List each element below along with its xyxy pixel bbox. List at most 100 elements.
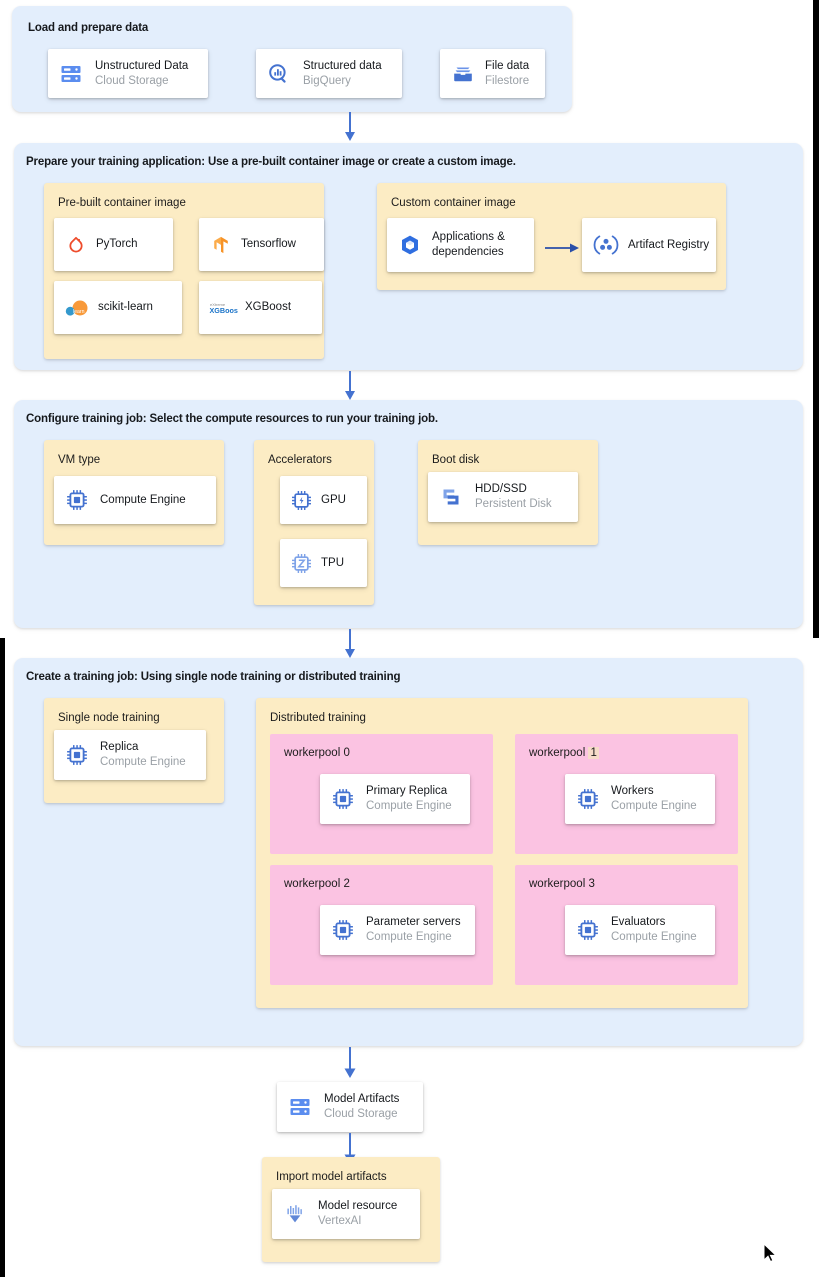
card-title: HDD/SSD bbox=[475, 483, 527, 496]
xgboost-icon: eXtreme XGBoost bbox=[208, 298, 238, 318]
arrow-stage2-to-stage3 bbox=[345, 371, 355, 400]
card-title: Parameter servers bbox=[366, 916, 461, 929]
bigquery-icon bbox=[266, 61, 292, 87]
cloud-storage-icon bbox=[287, 1094, 313, 1120]
card-title: Structured data bbox=[303, 59, 382, 72]
card-compute-engine[interactable]: Compute Engine bbox=[54, 476, 216, 524]
group-title: Distributed training bbox=[270, 712, 366, 724]
tensorflow-icon bbox=[209, 233, 233, 257]
card-subtitle: Compute Engine bbox=[611, 931, 697, 943]
card-subtitle: Compute Engine bbox=[100, 756, 186, 768]
pool-label-text: workerpool bbox=[284, 747, 341, 759]
svg-text:eXtreme: eXtreme bbox=[210, 302, 226, 307]
pool-workerpool-0: workerpool 0 bbox=[270, 734, 493, 854]
card-scikit-learn[interactable]: learn scikit-learn bbox=[54, 281, 182, 334]
card-title: scikit-learn bbox=[98, 301, 153, 314]
card-subtitle: Compute Engine bbox=[366, 800, 452, 812]
card-title: Applications & dependencies bbox=[432, 231, 505, 258]
card-applications-and-dependencies[interactable]: Applications & dependencies bbox=[387, 218, 534, 272]
card-replica[interactable]: Replica Compute Engine bbox=[54, 730, 206, 780]
group-import-model-artifacts: Import model artifacts Model resource bbox=[262, 1157, 440, 1262]
card-title: Tensorflow bbox=[241, 238, 296, 251]
card-pytorch[interactable]: PyTorch bbox=[54, 218, 173, 271]
group-title: Import model artifacts bbox=[276, 1171, 387, 1183]
group-boot-disk: Boot disk HDD/SSD Persistent Disk bbox=[418, 440, 598, 545]
card-subtitle: BigQuery bbox=[303, 74, 351, 87]
arrow-stage1-to-stage2 bbox=[345, 112, 355, 141]
stage4-title: Create a training job: Using single node… bbox=[26, 671, 401, 683]
card-file-data[interactable]: File data Filestore bbox=[440, 49, 545, 98]
compute-engine-icon bbox=[330, 917, 356, 943]
group-accelerators: Accelerators GPU bbox=[254, 440, 374, 605]
vertex-ai-model-icon bbox=[282, 1201, 308, 1227]
card-model-resource[interactable]: Model resource VertexAI bbox=[272, 1189, 420, 1239]
screenshot-edge-left bbox=[0, 638, 5, 1277]
pool-label-text: workerpool bbox=[529, 747, 586, 759]
card-evaluators[interactable]: Evaluators Compute Engine bbox=[565, 905, 725, 965]
card-gpu[interactable]: GPU bbox=[280, 476, 367, 524]
compute-engine-icon bbox=[575, 917, 601, 943]
card-hdd-ssd[interactable]: HDD/SSD Persistent Disk bbox=[428, 472, 578, 522]
card-title: Unstructured Data bbox=[95, 59, 189, 72]
card-subtitle: Compute Engine bbox=[366, 931, 452, 943]
artifact-registry-icon bbox=[592, 232, 620, 258]
stage-prepare-training-application: Prepare your training application: Use a… bbox=[14, 143, 803, 370]
persistent-disk-icon bbox=[438, 484, 464, 510]
pool-label-index: 2 bbox=[343, 878, 350, 890]
cloud-storage-icon bbox=[58, 61, 84, 87]
pool-title: workerpool 3 bbox=[529, 878, 595, 890]
card-unstructured-data[interactable]: Unstructured Data Cloud Storage bbox=[48, 49, 208, 98]
compute-engine-icon bbox=[575, 786, 601, 812]
card-title: PyTorch bbox=[96, 238, 138, 251]
pool-workerpool-3: workerpool 3 bbox=[515, 865, 738, 985]
scikit-learn-icon: learn bbox=[64, 297, 90, 319]
gpu-icon bbox=[289, 488, 313, 512]
svg-text:XGBoost: XGBoost bbox=[210, 306, 239, 315]
compute-engine-icon bbox=[64, 742, 90, 768]
card-title: Evaluators bbox=[611, 916, 666, 929]
group-distributed-training: Distributed training workerpool 0 bbox=[256, 698, 748, 1008]
card-title: Model resource bbox=[318, 1200, 398, 1213]
group-vm-type: VM type Compute Engine bbox=[44, 440, 224, 545]
card-subtitle: Compute Engine bbox=[611, 800, 697, 812]
svg-text:learn: learn bbox=[73, 309, 85, 315]
kubernetes-package-icon bbox=[397, 232, 423, 258]
card-subtitle: Filestore bbox=[485, 74, 530, 87]
pool-workerpool-1: workerpool 1 bbox=[515, 734, 738, 854]
card-title: File data bbox=[485, 59, 530, 72]
stage-create-training-job: Create a training job: Using single node… bbox=[14, 658, 803, 1046]
arrow-stage4-to-model-artifacts bbox=[344, 1047, 356, 1078]
stage3-title: Configure training job: Select the compu… bbox=[26, 413, 438, 425]
card-title: TPU bbox=[321, 556, 344, 569]
pool-label-index: 3 bbox=[588, 878, 595, 890]
card-workers[interactable]: Workers Compute Engine bbox=[565, 774, 725, 834]
card-parameter-servers[interactable]: Parameter servers Compute Engine bbox=[320, 905, 485, 965]
group-title: VM type bbox=[58, 454, 101, 466]
card-subtitle: Persistent Disk bbox=[475, 498, 552, 510]
group-single-node-training: Single node training R bbox=[44, 698, 224, 803]
pool-label-index: 0 bbox=[343, 747, 350, 759]
card-artifact-registry[interactable]: Artifact Registry bbox=[582, 218, 716, 272]
card-tensorflow[interactable]: Tensorflow bbox=[199, 218, 324, 271]
card-title: Replica bbox=[100, 741, 139, 754]
card-primary-replica[interactable]: Primary Replica Compute Engine bbox=[320, 774, 480, 834]
card-subtitle: Cloud Storage bbox=[95, 74, 169, 87]
filestore-icon bbox=[450, 61, 476, 87]
group-title: Accelerators bbox=[268, 454, 332, 466]
screenshot-edge-right bbox=[813, 0, 819, 638]
pool-label-text: workerpool bbox=[529, 878, 586, 890]
pool-workerpool-2: workerpool 2 bbox=[270, 865, 493, 985]
pool-label-index: 1 bbox=[588, 747, 599, 759]
stage1-title: Load and prepare data bbox=[28, 22, 149, 34]
tpu-icon bbox=[289, 551, 313, 575]
group-title: Pre-built container image bbox=[58, 197, 186, 209]
card-tpu[interactable]: TPU bbox=[280, 539, 367, 587]
compute-engine-icon bbox=[330, 786, 356, 812]
card-model-artifacts[interactable]: Model Artifacts Cloud Storage bbox=[277, 1082, 423, 1132]
card-title: Primary Replica bbox=[366, 785, 448, 798]
card-subtitle: VertexAI bbox=[318, 1215, 362, 1227]
card-xgboost[interactable]: eXtreme XGBoost XGBoost bbox=[199, 281, 322, 334]
card-structured-data[interactable]: Structured data BigQuery bbox=[256, 49, 402, 98]
group-title: Single node training bbox=[58, 712, 160, 724]
